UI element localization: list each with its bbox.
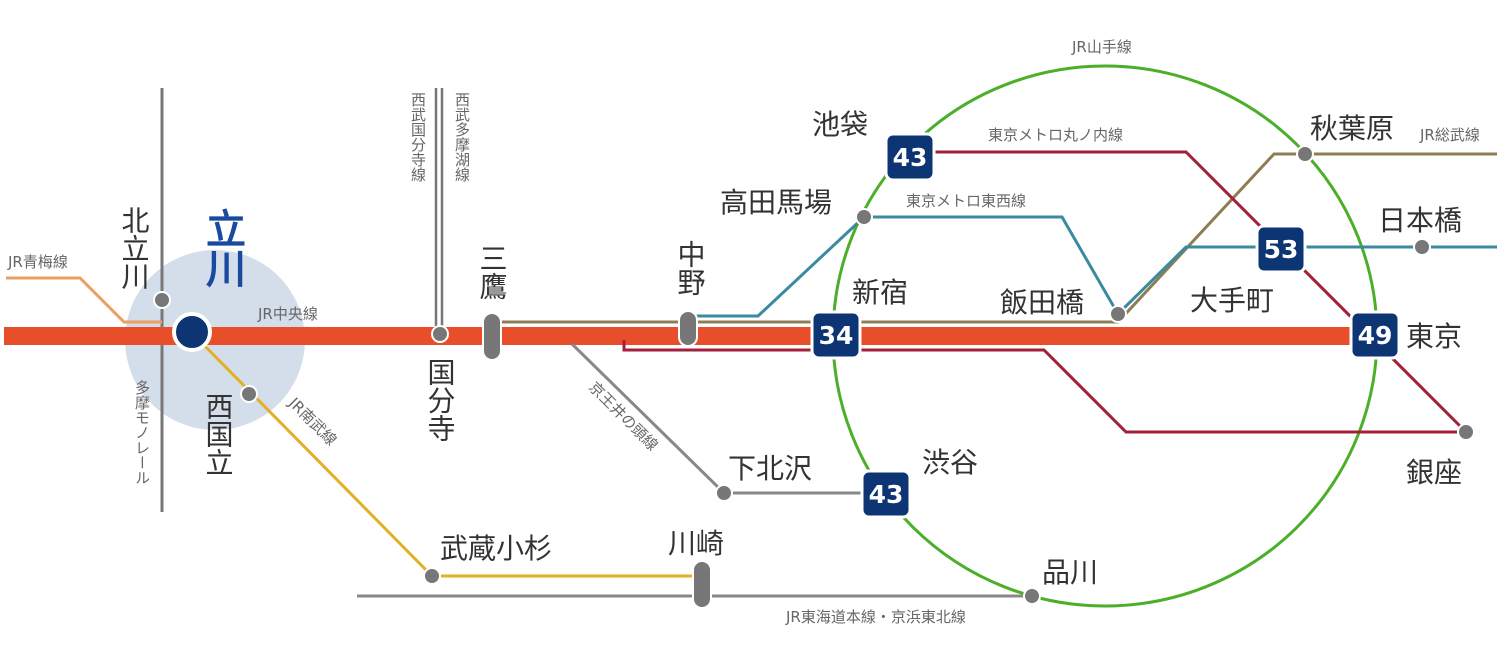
marunouchi-branch-line — [622, 340, 1466, 434]
station-dot-iidabashi — [1109, 305, 1127, 323]
line-label-tokaido: JR東海道本線・京浜東北線 — [785, 608, 966, 626]
line-label-chuo: JR中央線 — [257, 305, 318, 323]
line-label-keio-inokashira: 京王井の頭線 — [585, 378, 661, 454]
line-label-yamanote: JR山手線 — [1071, 38, 1132, 56]
station-label-mitaka: 三鷹 — [476, 244, 509, 300]
badge-tokyo: 49 — [1349, 310, 1401, 360]
station-pill-mitaka — [482, 312, 502, 361]
station-label-musashikosugi: 武蔵小杉 — [440, 532, 552, 565]
badge-otemachi-minutes: 53 — [1264, 235, 1299, 264]
station-label-nakano: 中野 — [674, 240, 707, 296]
main-station-label: 立川 — [199, 208, 246, 288]
station-label-kawasaki: 川崎 — [668, 527, 724, 560]
tachikawa-station-marker — [172, 312, 212, 352]
line-label-ome: JR青梅線 — [7, 253, 68, 271]
station-dot-akihabara — [1296, 145, 1314, 163]
station-pill-nakano — [678, 310, 698, 347]
station-dot-nihonbashi — [1413, 238, 1431, 256]
station-label-kitatachikawa: 北立川 — [118, 206, 151, 290]
station-label-shibuya: 渋谷 — [922, 446, 978, 479]
line-label-marunouchi: 東京メトロ丸ノ内線 — [988, 126, 1123, 144]
station-dot-takadanobaba — [855, 208, 873, 226]
station-dot-kitatachikawa — [153, 291, 171, 309]
line-label-seibu-kokubunji: 西武国分寺線 — [409, 92, 427, 182]
station-label-nihonbashi: 日本橋 — [1378, 204, 1462, 237]
olive-line — [492, 152, 1497, 324]
ome-line — [6, 276, 162, 324]
badge-shibuya-minutes: 43 — [869, 480, 904, 509]
station-label-tokyo: 東京 — [1406, 320, 1462, 353]
badge-ikebukuro-minutes: 43 — [893, 143, 928, 172]
badge-shinjuku: 34 — [810, 310, 862, 360]
line-label-sobu: JR総武線 — [1419, 126, 1480, 144]
badge-shinjuku-minutes: 34 — [819, 321, 854, 350]
station-label-iidabashi: 飯田橋 — [1000, 286, 1084, 319]
badge-otemachi: 53 — [1255, 224, 1307, 274]
station-dot-ginza — [1457, 423, 1475, 441]
tozai-line — [688, 215, 1497, 318]
line-label-nambu: JR南武線 — [284, 393, 340, 449]
line-label-seibu-tamako: 西武多摩湖線 — [453, 92, 471, 182]
badge-tokyo-minutes: 49 — [1358, 321, 1393, 350]
station-label-kokubunji: 国分寺 — [424, 358, 457, 442]
station-label-shinagawa: 品川 — [1042, 556, 1098, 589]
badge-ikebukuro: 43 — [884, 132, 936, 182]
station-label-takadanobaba: 高田馬場 — [720, 186, 832, 219]
station-label-akihabara: 秋葉原 — [1310, 112, 1394, 145]
station-dot-nishikunitachi — [240, 385, 258, 403]
station-label-otemachi: 大手町 — [1190, 284, 1274, 317]
station-label-ginza: 銀座 — [1406, 456, 1462, 489]
line-label-monorail: 多摩モノレール — [133, 380, 151, 485]
line-label-tozai: 東京メトロ東西線 — [906, 192, 1026, 210]
station-pill-kawasaki — [692, 560, 712, 609]
station-dot-shimokitazawa — [715, 484, 733, 502]
station-label-shinjuku: 新宿 — [852, 276, 908, 309]
station-dot-kokubunji — [431, 325, 449, 343]
badge-shibuya: 43 — [860, 469, 912, 519]
station-dot-shinagawa — [1023, 587, 1041, 605]
station-label-ikebukuro: 池袋 — [812, 108, 868, 141]
station-label-shimokitazawa: 下北沢 — [728, 452, 812, 485]
station-label-nishikunitachi: 西国立 — [202, 392, 235, 476]
station-dot-musashikosugi — [423, 567, 441, 585]
